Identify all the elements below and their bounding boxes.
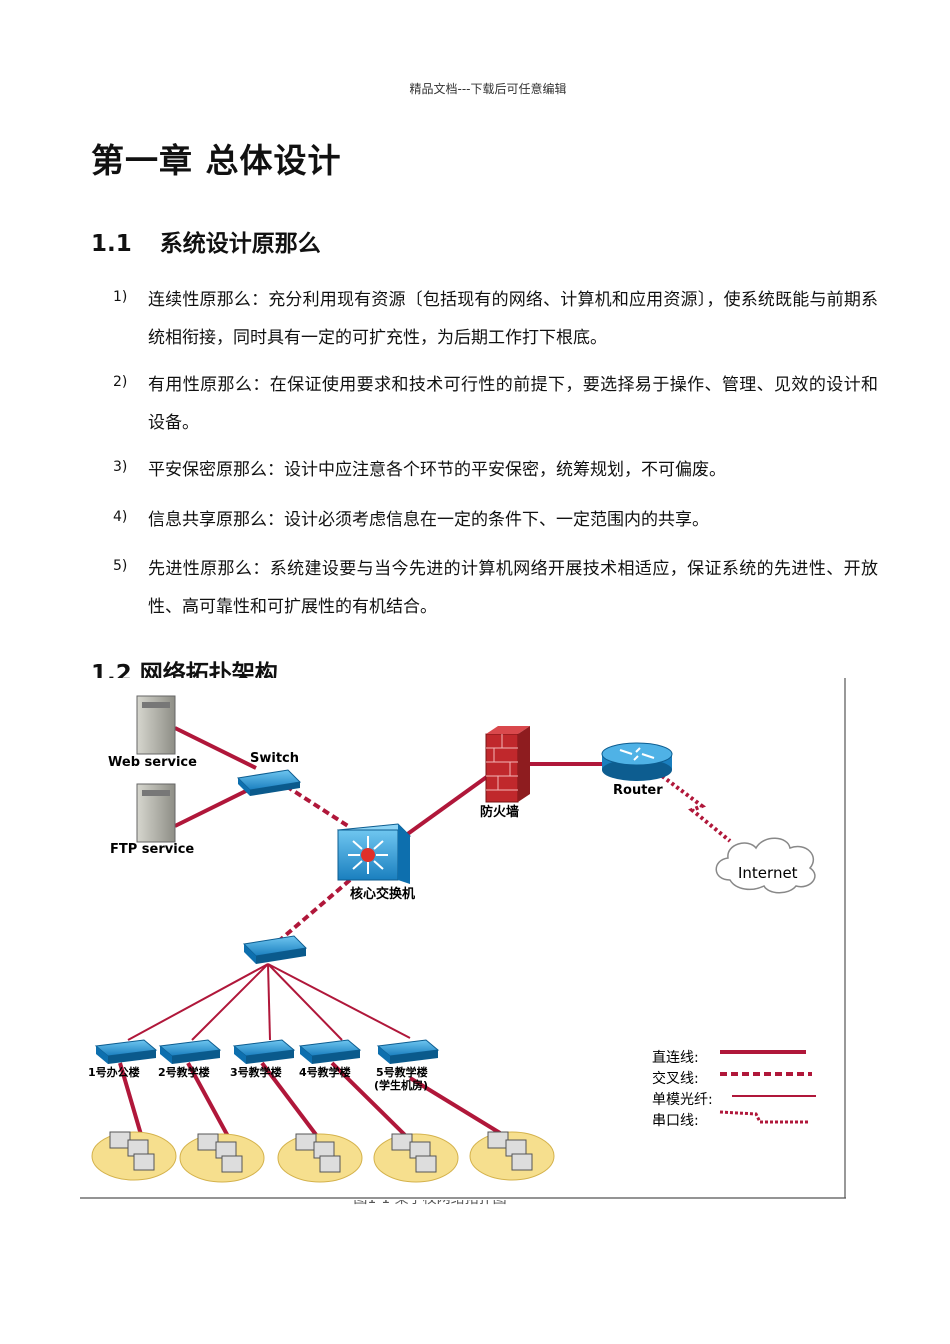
link-core-distribution	[278, 878, 352, 942]
core-switch-icon	[336, 823, 412, 884]
building-links	[127, 963, 411, 1041]
list-item-text: 有用性原那么：在保证使用要求和技术可行性的前提下，要选择易于操作、管理、见效的设…	[148, 375, 878, 433]
pc-cluster-icon	[277, 1133, 363, 1183]
link-building-2	[191, 963, 269, 1041]
list-item-number: 4)	[113, 509, 128, 525]
pc-cluster-icon	[91, 1131, 177, 1181]
legend-label-crossover: 交叉线:	[652, 1070, 699, 1087]
building-switch-icon	[158, 1039, 222, 1064]
network-topology-diagram: Web service FTP service Switch 核心交换机	[80, 678, 846, 1200]
legend-line-serial	[719, 1110, 810, 1124]
section-title: 系统设计原那么	[159, 231, 321, 257]
link-building-1	[127, 963, 269, 1041]
firewall-label: 防火墙	[480, 804, 519, 820]
list-item-text: 平安保密原那么：设计中应注意各个环节的平安保密，统筹规划，不可偏废。	[148, 460, 726, 480]
building-label-5-sub: (学生机房)	[374, 1078, 428, 1092]
building-label-5: 5号教学楼	[376, 1065, 428, 1079]
router-icon	[601, 742, 673, 781]
list-item-number: 5)	[113, 558, 128, 574]
distribution-switch-icon	[242, 935, 308, 964]
building-label-1: 1号办公楼	[88, 1065, 140, 1079]
link-switch-core	[284, 784, 350, 828]
building-label-3: 3号教学楼	[230, 1065, 282, 1079]
building-switch-icon	[232, 1039, 296, 1064]
switch-label: Switch	[250, 751, 299, 766]
switch-icon	[236, 769, 302, 796]
section-number: 1.1	[91, 231, 132, 257]
link-router-internet	[660, 774, 732, 843]
link-building-5	[267, 963, 411, 1039]
links	[174, 726, 732, 942]
list-item-text: 连续性原那么：充分利用现有资源〔包括现有的网络、计算机和应用资源〕，使系统既能与…	[148, 290, 878, 348]
web-server-icon	[136, 695, 176, 755]
link-core-firewall	[400, 774, 490, 840]
list-item-number: 1)	[113, 289, 128, 305]
link-building-4	[267, 963, 343, 1041]
building-label-2: 2号教学楼	[158, 1065, 210, 1079]
list-item-text: 先进性原那么：系统建设要与当今先进的计算机网络开展技术相适应，保证系统的先进性、…	[148, 559, 878, 617]
chapter-title: 第一章 总体设计	[91, 141, 342, 180]
cluster-links	[118, 1061, 502, 1142]
list-item-number: 2)	[113, 374, 128, 390]
building-switch-icon	[298, 1039, 362, 1064]
core-switch-label: 核心交换机	[350, 886, 415, 902]
legend-label-straight: 直连线:	[652, 1049, 699, 1066]
link-cluster-5	[408, 1076, 502, 1135]
page-header: 精品文档---下载后可任意编辑	[409, 82, 567, 96]
web-server-label: Web service	[108, 755, 197, 770]
link-building-3	[267, 963, 271, 1041]
pc-cluster-icon	[373, 1133, 459, 1183]
internet-cloud-icon	[715, 837, 816, 894]
building-switch-icon	[94, 1039, 158, 1064]
link-cluster-3	[260, 1061, 322, 1142]
link-web-switch	[174, 726, 257, 770]
link-ftp-switch	[174, 784, 257, 828]
firewall-icon	[485, 726, 530, 803]
link-cluster-4	[330, 1061, 412, 1142]
pc-cluster-icon	[469, 1131, 555, 1181]
ftp-server-label: FTP service	[110, 842, 194, 857]
legend: 直连线: 交叉线: 单模光纤: 串口线:	[652, 1049, 816, 1129]
list-item-number: 3)	[113, 459, 128, 475]
ftp-server-icon	[136, 783, 176, 843]
building-switch-icon	[376, 1039, 440, 1064]
pc-cluster-icon	[179, 1133, 265, 1183]
building-label-4: 4号教学楼	[299, 1065, 351, 1079]
internet-label: Internet	[738, 864, 798, 882]
list-item-text: 信息共享原那么：设计必须考虑信息在一定的条件下、一定范围内的共享。	[148, 510, 709, 530]
link-cluster-1	[118, 1062, 144, 1139]
router-label: Router	[613, 783, 663, 798]
legend-label-fiber: 单模光纤:	[652, 1092, 713, 1108]
link-cluster-2	[186, 1062, 232, 1141]
legend-label-serial: 串口线:	[652, 1113, 699, 1129]
section-heading-1-1: 1.1 系统设计原那么	[91, 224, 321, 258]
